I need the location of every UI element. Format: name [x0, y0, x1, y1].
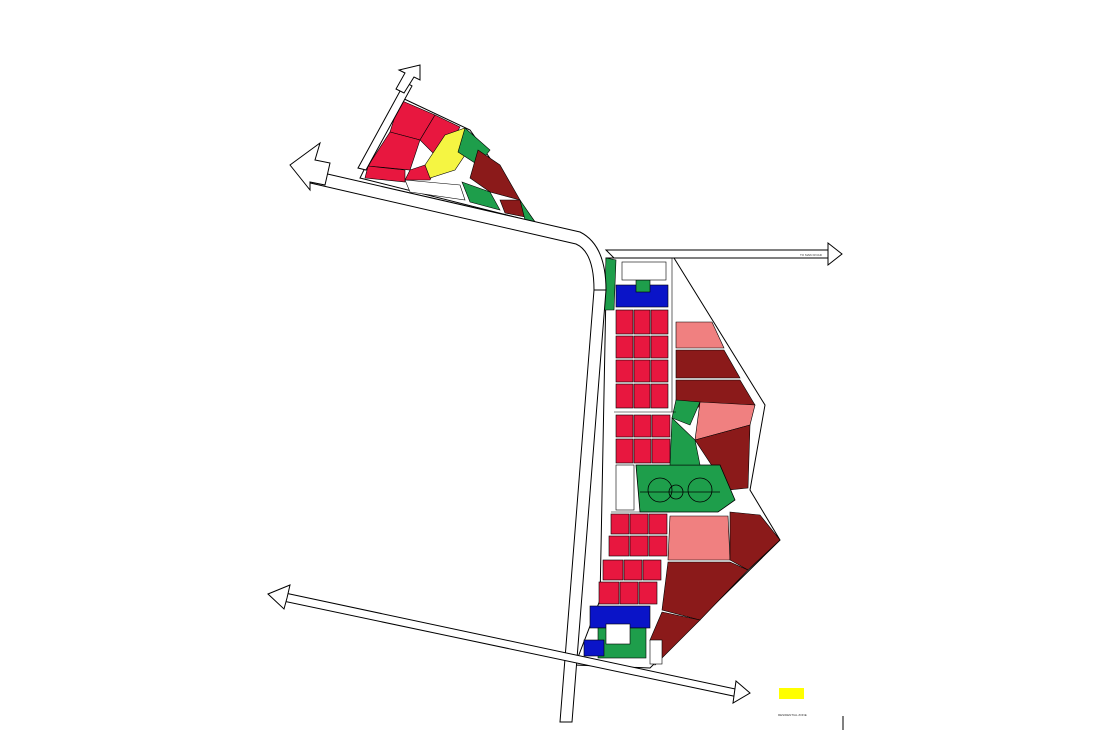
commercial-block: [648, 535, 668, 557]
northeast-road: [604, 249, 831, 259]
commercial-block: [602, 559, 624, 581]
commercial-block: [633, 359, 651, 383]
commercial-block: [651, 414, 671, 438]
residential-low-block: [667, 515, 731, 561]
park-paths: [640, 477, 720, 503]
open-block: [615, 464, 635, 511]
road-arrow-east: [827, 241, 843, 267]
open-block: [649, 639, 663, 665]
commercial-block: [615, 335, 634, 359]
open-block: [605, 623, 631, 645]
mixed-use-block: [675, 349, 741, 379]
commercial-grid-lower: [598, 513, 668, 605]
commercial-block: [608, 535, 630, 557]
mixed-use-block: [661, 561, 749, 621]
legend-label: RESIDENTIAL ZONE: [778, 713, 807, 717]
commercial-block: [648, 513, 668, 535]
north-spur-road: [357, 81, 413, 171]
commercial-block: [619, 581, 639, 605]
commercial-block: [642, 559, 662, 581]
commercial-block: [633, 438, 652, 464]
road-arrow-southeast: [732, 680, 751, 704]
legend-swatch: [779, 688, 804, 699]
residential-low-block: [675, 321, 725, 349]
commercial-block: [633, 414, 652, 438]
mixed-use-block: [469, 149, 521, 201]
commercial-block: [364, 165, 406, 183]
commercial-block: [615, 383, 634, 409]
green-space: [635, 279, 651, 293]
commercial-block: [615, 309, 634, 335]
mixed-use-block: [729, 511, 781, 571]
commercial-block: [623, 559, 643, 581]
public-block: [583, 639, 605, 657]
commercial-block: [615, 414, 634, 438]
road-label: TO MAIN ROAD: [800, 253, 823, 257]
central-park: [635, 464, 736, 513]
commercial-block: [615, 438, 634, 464]
commercial-block: [633, 383, 651, 409]
commercial-block: [650, 335, 669, 359]
commercial-block: [650, 359, 669, 383]
commercial-block: [610, 513, 630, 535]
commercial-grid-upper: [615, 309, 671, 464]
commercial-block: [615, 359, 634, 383]
mixed-use-block: [649, 611, 701, 666]
commercial-block: [629, 535, 649, 557]
commercial-block: [650, 309, 669, 335]
green-space: [669, 417, 701, 466]
commercial-block: [598, 581, 620, 605]
northwest-zone: [359, 96, 537, 223]
road-arrow-southwest: [267, 584, 291, 610]
main-zone: [574, 257, 781, 669]
road-network: [267, 64, 843, 723]
road-arrow-north: [395, 64, 421, 94]
open-block: [621, 261, 667, 281]
road-arrow-west: [289, 141, 331, 192]
commercial-block: [633, 309, 651, 335]
commercial-block: [650, 383, 669, 409]
commercial-block: [629, 513, 649, 535]
commercial-block: [633, 335, 651, 359]
green-space: [461, 181, 501, 211]
commercial-block: [638, 581, 658, 605]
open-block: [404, 179, 466, 201]
main-corridor-road: [559, 289, 607, 723]
commercial-block: [651, 438, 671, 464]
